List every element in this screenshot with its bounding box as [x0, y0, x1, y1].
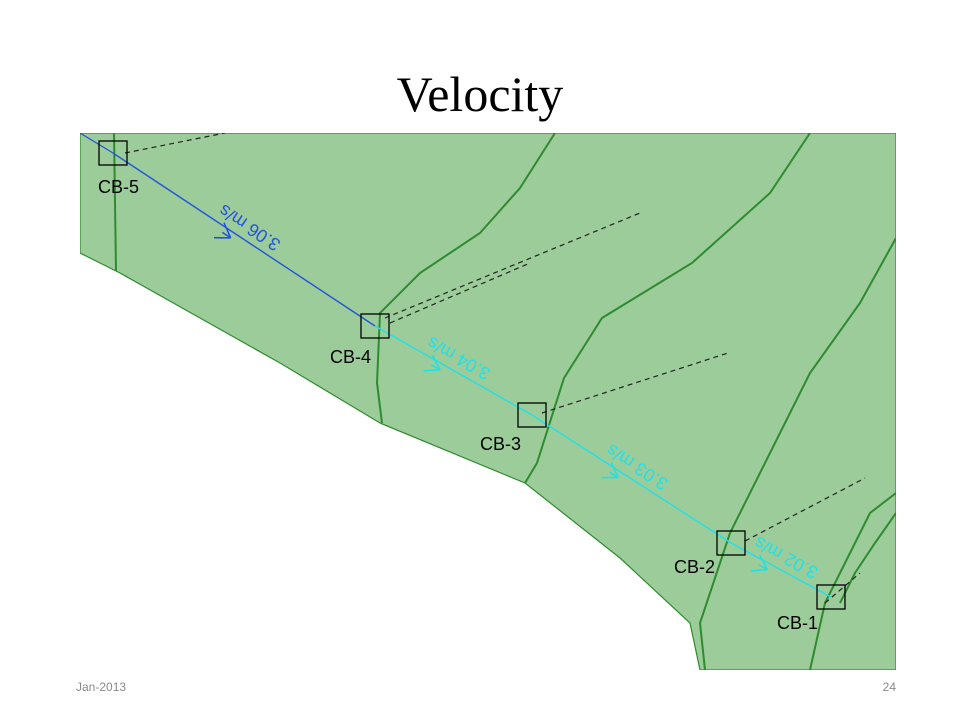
catch-basin-square-icon	[98, 140, 128, 166]
flow-arrow-icon	[750, 554, 769, 572]
pipe-lead-in	[80, 133, 114, 154]
boundary-line	[524, 133, 811, 484]
subcatchment-boundaries	[113, 133, 896, 670]
catch-basin-square-icon	[517, 402, 547, 428]
catch-basin-cb-1[interactable]: CB-1	[777, 584, 846, 633]
pipe-segment	[531, 414, 732, 544]
node-label: CB-5	[98, 177, 139, 197]
catch-basin-square-icon	[816, 584, 846, 610]
dashed-line	[384, 212, 641, 319]
boundary-line	[375, 133, 556, 424]
boundary-line	[698, 237, 896, 670]
catchment-area	[80, 133, 896, 670]
catch-basin-square-icon	[360, 313, 390, 339]
dashed-line	[124, 133, 226, 154]
node-label: CB-3	[480, 434, 521, 454]
overland-flow-lines	[124, 133, 866, 604]
dashed-line	[389, 262, 531, 324]
boundary-line	[809, 492, 896, 670]
dashed-line	[744, 477, 866, 542]
node-label: CB-2	[674, 557, 715, 577]
footer-date: Jan-2013	[76, 680, 127, 694]
dashed-line	[824, 572, 861, 604]
catch-basin-cb-3[interactable]: CB-3	[480, 402, 547, 454]
catch-basin-cb-4[interactable]: CB-4	[330, 313, 390, 367]
pipe-segment	[112, 152, 376, 327]
flow-arrow-icon	[601, 462, 619, 479]
node-label: CB-1	[777, 613, 818, 633]
catchment-diagram: 3.06 m/s3.04 m/s3.03 m/s3.02 m/s CB-5CB-…	[80, 133, 896, 670]
catch-basin-cb-5[interactable]: CB-5	[98, 140, 139, 197]
boundary-line	[839, 512, 896, 604]
node-label: CB-4	[330, 347, 371, 367]
page-number: 24	[882, 680, 896, 694]
catch-basin-cb-2[interactable]: CB-2	[674, 530, 746, 577]
pipe-segment	[374, 325, 533, 416]
flow-arrow-icon	[423, 354, 441, 372]
slide-title: Velocity	[396, 66, 564, 122]
pipe-segment	[730, 542, 832, 598]
dashed-line	[541, 352, 729, 414]
catch-basin-nodes: CB-5CB-4CB-3CB-2CB-1	[98, 140, 846, 633]
flow-arrow-icon	[214, 222, 232, 239]
catch-basin-square-icon	[716, 530, 746, 556]
boundary-line	[113, 133, 117, 272]
